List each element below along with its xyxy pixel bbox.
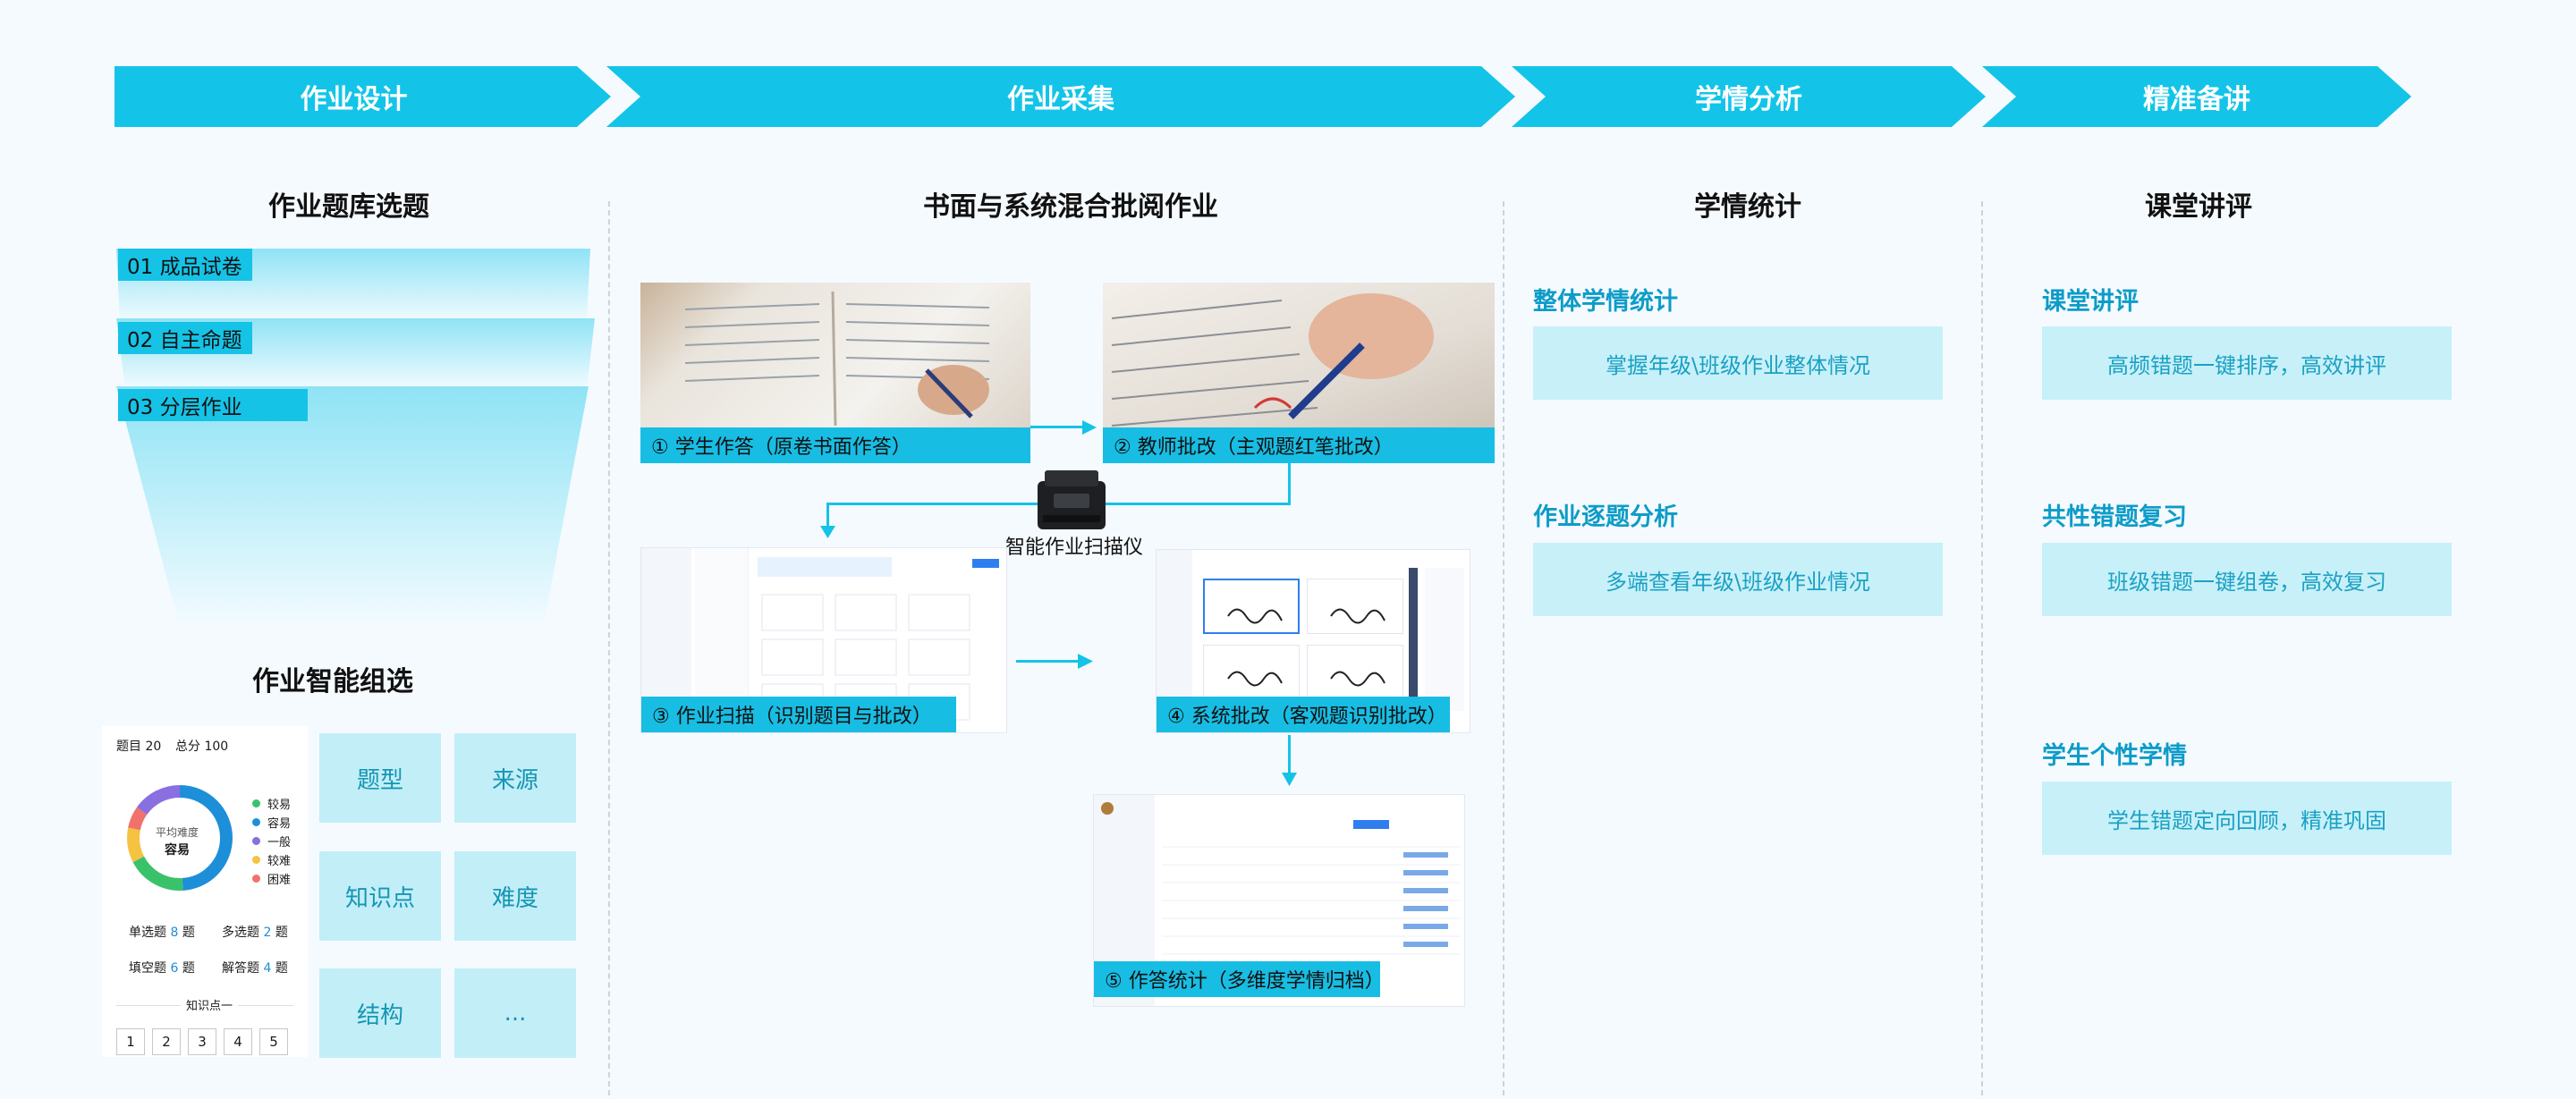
analysis-desc: 掌握年级\班级作业整体情况 — [1533, 326, 1943, 400]
column-divider — [1503, 201, 1504, 1095]
legend-label: 较易 — [267, 799, 292, 812]
page-button[interactable]: 1 — [116, 1028, 145, 1055]
tier-item[interactable]: 01 成品试卷 — [118, 249, 252, 281]
stage-analysis: 学情分析 — [1512, 66, 1986, 127]
lecture-subtitle: 学生个性学情 — [2042, 742, 2187, 770]
teacher-marking-photo: ② 教师批改（主观题红笔批改） — [1103, 283, 1495, 463]
column-divider — [1981, 201, 1983, 1095]
type-stat: 单选题 8 题 — [129, 926, 195, 940]
step-caption: ④ 系统批改（客观题识别批改） — [1157, 697, 1450, 732]
legend-label: 容易 — [267, 817, 292, 831]
type-stat: 解答题 4 题 — [222, 961, 288, 976]
filter-type[interactable]: 题型 — [319, 733, 441, 823]
flow-arrow — [826, 503, 829, 528]
stage-collect: 作业采集 — [606, 66, 1515, 127]
scanner-label: 智能作业扫描仪 — [1005, 537, 1144, 559]
flow-arrow — [1288, 463, 1291, 504]
stage-lecture: 精准备讲 — [1982, 66, 2411, 127]
page-button[interactable]: 3 — [188, 1028, 216, 1055]
analysis-title: 学情统计 — [1694, 191, 1801, 223]
arrow-head-icon — [1082, 420, 1097, 435]
stage-design: 作业设计 — [114, 66, 611, 127]
system-marking-screenshot: ④ 系统批改（客观题识别批改） — [1156, 549, 1470, 733]
workbook-icon — [684, 292, 990, 426]
filter-source[interactable]: 来源 — [454, 733, 576, 823]
analysis-subtitle: 整体学情统计 — [1533, 288, 1678, 316]
smart-title: 作业智能组选 — [252, 666, 413, 697]
legend-label: 较难 — [267, 855, 292, 868]
marking-hand-icon — [1111, 293, 1434, 427]
scan-screenshot: ③ 作业扫描（识别题目与批改） — [640, 547, 1007, 733]
bank-title: 作业题库选题 — [268, 191, 429, 223]
flow-arrow — [1016, 660, 1079, 663]
page-button[interactable]: 4 — [224, 1028, 252, 1055]
tier-item[interactable]: 03 分层作业 — [118, 389, 308, 421]
scanner-icon — [1038, 470, 1106, 529]
page-button[interactable]: 5 — [259, 1028, 288, 1055]
legend-label: 困难 — [267, 874, 292, 887]
column-divider — [608, 201, 610, 1095]
lecture-desc: 学生错题定向回顾，精准巩固 — [2042, 782, 2452, 855]
difficulty-legend: 较易 容易 一般 较难 困难 — [252, 794, 291, 888]
student-answer-photo: ① 学生作答（原卷书面作答） — [640, 283, 1030, 463]
collect-title: 书面与系统混合批阅作业 — [923, 191, 1218, 223]
step-caption: ⑤ 作答统计（多维度学情归档） — [1094, 961, 1385, 997]
total-score: 总分 100 — [175, 740, 229, 754]
lecture-subtitle: 课堂讲评 — [2042, 288, 2139, 316]
statistics-screenshot: ⑤ 作答统计（多维度学情归档） — [1093, 794, 1465, 1007]
lecture-subtitle: 共性错题复习 — [2042, 503, 2187, 531]
step-caption: ③ 作业扫描（识别题目与批改） — [641, 697, 956, 732]
step-caption: ② 教师批改（主观题红笔批改） — [1103, 427, 1495, 463]
page-button[interactable]: 2 — [152, 1028, 181, 1055]
filter-knowledge[interactable]: 知识点 — [319, 851, 441, 941]
knowledge-label: 知识点一 — [181, 996, 239, 1013]
lecture-desc: 班级错题一键组卷，高效复习 — [2042, 543, 2452, 616]
flow-arrow — [1288, 735, 1291, 774]
filter-structure[interactable]: 结构 — [319, 968, 441, 1058]
filter-difficulty[interactable]: 难度 — [454, 851, 576, 941]
donut-caption: 平均难度 — [156, 826, 199, 839]
lecture-title: 课堂讲评 — [2145, 191, 2252, 223]
type-stat: 填空题 6 题 — [129, 961, 195, 976]
handwriting-icon — [1227, 608, 1385, 687]
arrow-head-icon — [1282, 773, 1297, 786]
type-stat: 多选题 2 题 — [222, 926, 288, 940]
arrow-head-icon — [820, 526, 835, 538]
filter-more[interactable]: ... — [454, 968, 576, 1058]
analysis-desc: 多端查看年级\班级作业情况 — [1533, 543, 1943, 616]
step-caption: ① 学生作答（原卷书面作答） — [640, 427, 1030, 463]
tier-item[interactable]: 02 自主命题 — [118, 322, 252, 354]
paper-summary-card: 题目 20 总分 100 平均难度 容易 较易 容易 一般 较难 困难 单选题 … — [102, 726, 308, 1057]
arrow-head-icon — [1078, 654, 1093, 669]
difficulty-donut — [127, 785, 233, 891]
legend-label: 一般 — [267, 836, 292, 850]
question-count: 题目 20 — [116, 740, 162, 754]
tier-funnel — [116, 249, 595, 624]
analysis-subtitle: 作业逐题分析 — [1533, 503, 1678, 531]
lecture-desc: 高频错题一键排序，高效讲评 — [2042, 326, 2452, 400]
donut-value: 容易 — [165, 843, 190, 858]
flow-arrow — [1030, 426, 1086, 428]
